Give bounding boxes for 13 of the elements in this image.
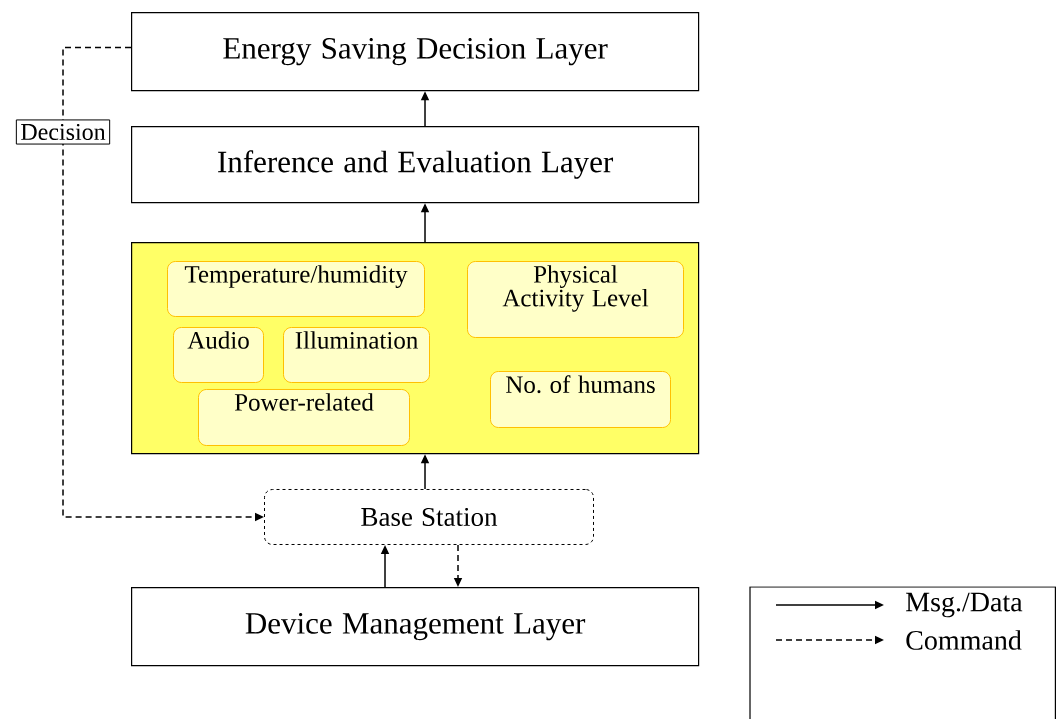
legend-label: Command: [906, 630, 1022, 650]
layer-box: Inference and Evaluation Layer: [131, 126, 700, 204]
sensor-box: No. of humans: [490, 371, 671, 428]
layer-box: Energy Saving Decision Layer: [131, 12, 700, 92]
base-station-box: Base Station: [264, 489, 594, 545]
sensor-box: Illumination: [283, 327, 430, 383]
legend-label: Msg./Data: [906, 592, 1023, 618]
sensor-box: Physical Activity Level: [467, 261, 684, 338]
sensor-box: Audio: [173, 327, 264, 383]
sensor-box: Temperature/humidity: [167, 261, 425, 317]
sensor-box: Power-related: [198, 389, 410, 446]
edge-label: Decision: [15, 119, 111, 145]
layer-box: Device Management Layer: [131, 587, 700, 667]
